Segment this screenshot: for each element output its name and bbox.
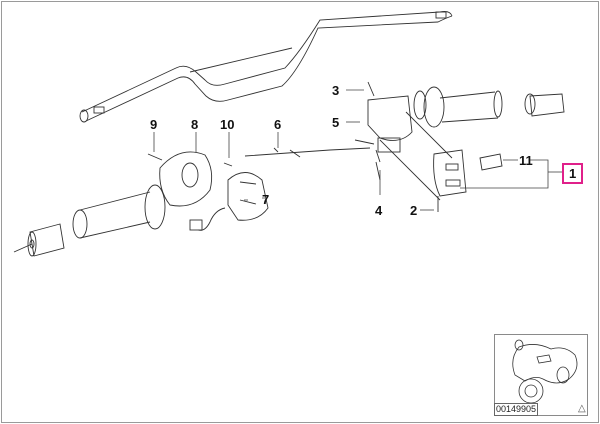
left-screws [147, 147, 371, 167]
callout-6[interactable]: 6 [274, 117, 282, 132]
left-switch-housing [159, 151, 269, 231]
callout-8[interactable]: 8 [191, 117, 199, 132]
switch-cap [479, 153, 503, 171]
left-grip [13, 184, 166, 257]
motorcycle-icon [512, 339, 578, 404]
right-switch-housing [354, 81, 467, 212]
callout-4[interactable]: 4 [375, 203, 383, 218]
callout-5[interactable]: 5 [332, 115, 340, 130]
callout-7[interactable]: 7 [262, 192, 270, 207]
callout-1-highlighted[interactable]: 1 [562, 163, 584, 184]
handlebar [79, 11, 453, 123]
callout-11[interactable]: 11 [519, 153, 533, 168]
leader-lines [153, 89, 564, 211]
callout-3[interactable]: 3 [332, 83, 340, 98]
right-grip [413, 86, 565, 128]
triangle-warning-icon: △ [578, 403, 586, 414]
callout-9[interactable]: 9 [150, 117, 158, 132]
callout-2[interactable]: 2 [410, 203, 418, 218]
motorcycle-thumbnail[interactable] [494, 334, 588, 416]
callout-10[interactable]: 10 [220, 117, 235, 132]
thumbnail-image-id: 00149905 [494, 403, 539, 416]
